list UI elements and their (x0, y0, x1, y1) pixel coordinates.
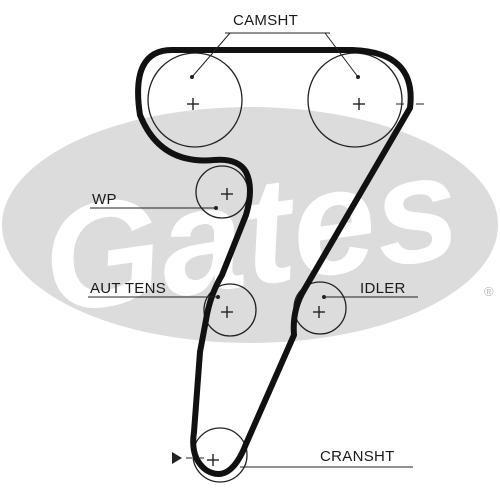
label-camshaft: CAMSHT (233, 12, 298, 29)
auto-tensioner-leader-dot (216, 295, 220, 299)
camshaft-leader (190, 32, 360, 79)
pulley-auto-tensioner (203, 283, 257, 337)
water-pump-leader-dot (214, 206, 218, 210)
watermark-registered-mark: ® (484, 284, 494, 299)
label-auto-tensioner: AUT TENS (90, 280, 166, 297)
crankshaft-timing-mark (172, 452, 204, 464)
crankshaft-timing-arrow (172, 452, 182, 464)
gates-watermark: Gates ® (2, 107, 498, 345)
timing-belt (135, 47, 414, 477)
label-idler: IDLER (360, 280, 406, 297)
label-water-pump: WP (92, 191, 117, 208)
label-crankshaft: CRANSHT (320, 448, 395, 465)
idler-leader-dot (322, 295, 326, 299)
